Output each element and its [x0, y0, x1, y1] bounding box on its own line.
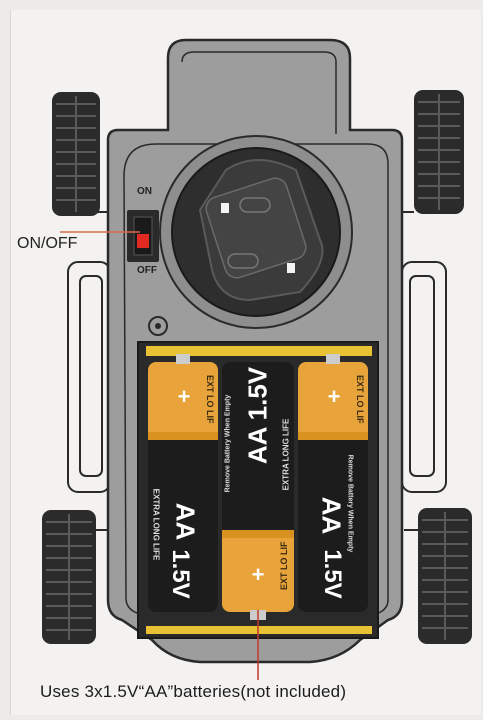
- svg-text:+: +: [252, 562, 265, 587]
- battery-right-voltage: 1.5V: [319, 549, 346, 599]
- switch-knob[interactable]: [137, 234, 149, 248]
- battery-middle-band: EXTRA LONG LIFE: [281, 418, 291, 491]
- wheel-front-left: [52, 92, 100, 216]
- wheel-front-right: [414, 90, 464, 214]
- switch-on-label: ON: [137, 186, 152, 197]
- battery-middle-side: EXT LO LIF: [279, 541, 289, 591]
- battery-middle: +: [222, 362, 294, 620]
- compartment-outline: [123, 143, 389, 615]
- battery-left-voltage: 1.5V: [167, 549, 194, 599]
- switch-off-label: OFF: [137, 265, 157, 276]
- battery-middle-voltage: 1.5V: [242, 366, 273, 421]
- battery-left-side: EXT LO LIF: [205, 375, 215, 424]
- battery-right-side: EXT LO LIF: [355, 375, 365, 424]
- wheel-rear-right: [418, 508, 472, 644]
- battery-middle-warning: Remove Battery When Empty: [224, 394, 232, 493]
- svg-text:+: +: [178, 384, 191, 409]
- battery-left: +: [148, 354, 218, 612]
- battery-right: +: [298, 354, 368, 612]
- svg-text:+: +: [328, 384, 341, 409]
- chassis-frame-outline: [67, 211, 447, 531]
- battery-right-warning: Remove Battery When Empty: [346, 454, 354, 553]
- battery-middle-type-voltage: AA 1.5V: [243, 356, 274, 476]
- top-contacts: [146, 346, 372, 356]
- battery-left-band: EXTRA LONG LIFE: [151, 488, 161, 561]
- top-detail-line: [181, 51, 337, 134]
- battery-middle-type: AA: [242, 427, 273, 465]
- wheel-rear-left: [42, 510, 96, 644]
- switch-callout-label: ON/OFF: [17, 235, 78, 252]
- bottom-contacts: [146, 626, 372, 634]
- motor-cover-detail: [198, 159, 324, 302]
- power-switch[interactable]: [127, 210, 159, 262]
- battery-caption: Uses 3x1.5V“AA”batteries(not included): [40, 682, 347, 701]
